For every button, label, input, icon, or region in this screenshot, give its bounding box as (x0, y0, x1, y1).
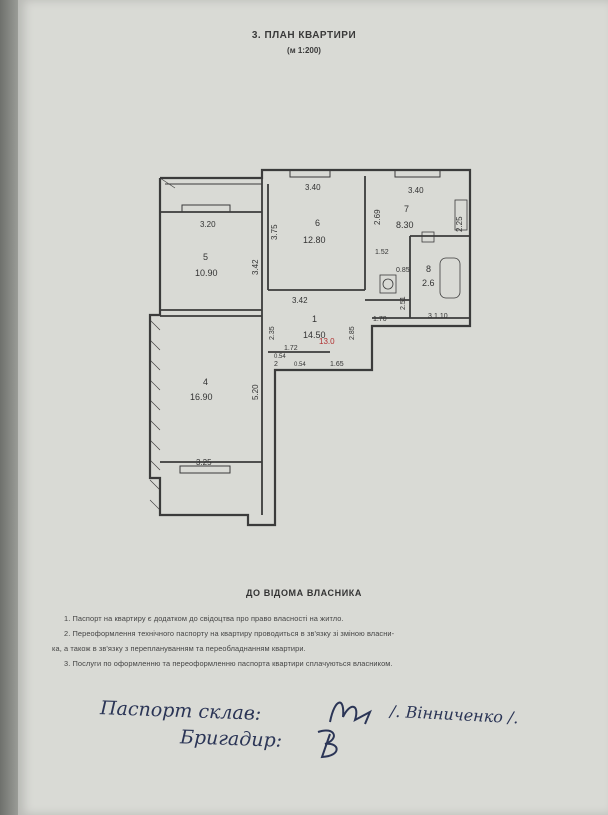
room-4-area: 16.90 (190, 392, 213, 402)
room-8-number: 8 (426, 264, 431, 274)
scale-label: (м 1:200) (287, 46, 321, 55)
wall-hatches (149, 177, 176, 511)
dim-label: 5.20 (251, 384, 260, 400)
room-labels: 5 10.90 6 12.80 7 8.30 8 2.6 1 14.50 13.… (190, 204, 448, 402)
dim-label: 2.35 (269, 326, 276, 340)
room-6-number: 6 (315, 218, 320, 228)
room-7-number: 7 (404, 204, 409, 214)
dim-label: 1.52 (375, 249, 389, 256)
notice-heading: ДО ВІДОМА ВЛАСНИКА (246, 588, 362, 598)
dim-label: 3.75 (270, 224, 279, 240)
dim-label: 1.70 (373, 316, 387, 323)
room-2-number: 2 (274, 361, 278, 368)
room-3-area: 1.10 (434, 313, 448, 320)
room-1-number: 1 (312, 314, 317, 324)
room-3-number: 3 (428, 313, 432, 320)
dim-label: 3.40 (408, 186, 424, 195)
dim-label: 3.40 (305, 183, 321, 192)
notice-line-1: 1. Паспорт на квартиру є додатком до сві… (64, 614, 344, 623)
room-8-area: 2.6 (422, 278, 435, 288)
dim-label: 0.85 (396, 267, 410, 274)
room-5-area: 10.90 (195, 268, 218, 278)
room-1-handwritten-note: 13.0 (319, 337, 335, 346)
dim-label: 0.54 (294, 362, 306, 368)
room-6-area: 12.80 (303, 235, 326, 245)
room-1-area: 14.50 (303, 330, 326, 340)
dimension-labels: 3.40 3.40 3.20 3.75 2.69 2.25 3.42 3.42 … (196, 183, 464, 467)
dim-label: 2.25 (455, 216, 464, 232)
outer-walls (148, 168, 472, 527)
dim-label: 2.85 (349, 326, 356, 340)
interior-walls (160, 176, 470, 515)
notice-line-3: ка, а також в зв'язку з переплануванням … (52, 644, 306, 653)
dim-label: 1.65 (330, 361, 344, 368)
dim-label: 2.51 (400, 296, 407, 310)
dim-label: 3.25 (196, 458, 212, 467)
bath-fixtures (379, 199, 468, 299)
signature-brigadier: Бригадир: (179, 726, 283, 752)
floor-plan: 5 10.90 6 12.80 7 8.30 8 2.6 1 14.50 13.… (148, 168, 472, 527)
dim-label: 0.54 (274, 354, 286, 360)
notice-line-4: 3. Послуги по оформленню та переоформлен… (64, 659, 393, 668)
room-7-area: 8.30 (396, 220, 414, 230)
brigadier-signature-scribble (317, 729, 338, 759)
room-2-area: 1.72 (284, 345, 298, 352)
page-title: 3. ПЛАН КВАРТИРИ (251, 30, 357, 41)
windows (179, 169, 441, 474)
dim-label: 3.20 (200, 220, 216, 229)
dim-label: 3.42 (251, 259, 260, 275)
signature-scribble (329, 701, 372, 725)
dim-label: 2.69 (373, 209, 382, 225)
dim-label: 3.42 (292, 296, 308, 305)
room-5-number: 5 (203, 252, 208, 262)
scan-edge (0, 0, 18, 815)
notice-line-2: 2. Переоформлення технічного паспорту на… (64, 629, 395, 638)
passport-page (18, 0, 608, 815)
room-4-number: 4 (203, 377, 208, 387)
